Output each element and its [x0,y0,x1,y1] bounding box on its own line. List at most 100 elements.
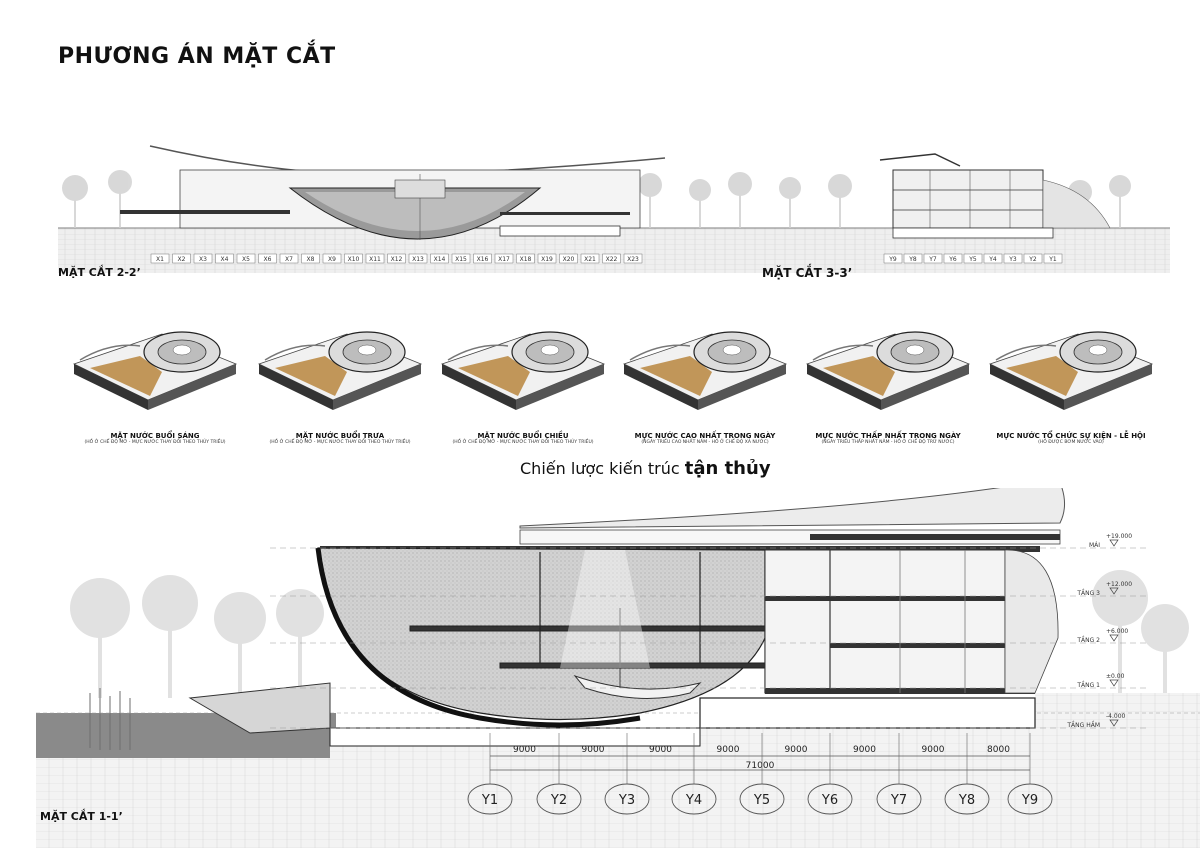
span-dimension: 9000 [785,745,808,755]
axis-label: Y9 [1021,793,1038,808]
grid-axis-box [494,253,514,264]
iso-side-right [516,364,604,410]
level-name: MÁI [1089,542,1100,549]
section-2-label: MẶT CẮT 2-2’ [58,266,141,279]
palm-trees-left [70,575,324,698]
sand-area [90,356,162,396]
water-level-note: (HỒ Ở CHẾ ĐỘ MỞ - MỰC NƯỚC THAY ĐỔI THEO… [269,440,411,445]
grid-axis-label: X6 [264,256,272,263]
level-triangle [1109,587,1119,595]
water-level-caption: MỰC NƯỚC CAO NHẤT TRONG NGÀY(NGÀY TRIỀU … [610,432,800,445]
grid-axis-label: X1 [156,256,164,263]
water-level-note: (HỒ Ở CHẾ ĐỘ MỞ - MỰC NƯỚC THAY ĐỔI THEO… [452,440,594,445]
walkway [995,344,1057,361]
grid-axis-box [451,253,471,264]
water-level-diagram [803,312,973,421]
grid-axis-label: X15 [455,256,467,263]
grid-axis-label: X14 [434,256,446,263]
water-level-title: MẶT NƯỚC BUỔI SÁNG [110,432,200,440]
water-level-note: (NGÀY TRIỀU CAO NHẤT NĂM - HỒ Ở CHẾ ĐỘ X… [641,440,769,445]
level-name: TẦNG 2 [1076,636,1100,644]
grid-axis-label: Y1 [1048,256,1057,263]
grid-axis-box [344,253,363,264]
iso-side-left [990,364,1064,410]
section-2-building [120,145,666,240]
sand-area [458,356,530,396]
water-level-note: (HỒ ĐƯỢC BƠM NƯỚC VÀO) [1038,440,1104,445]
grid-axis-box [516,253,535,264]
grid-axis-box [193,253,213,264]
iso-side-left [442,364,516,410]
walkway [812,344,874,361]
grid-axis-box [983,253,1003,264]
water-level-diagram [255,312,425,421]
level-triangle [1109,634,1119,642]
grid-axis-box [150,253,170,264]
axis-label: Y5 [753,793,770,808]
water-level-diagram [986,312,1156,421]
iso-side-left [74,364,148,410]
axis-bubble [671,783,717,815]
water-level-note: (HỒ Ở CHẾ ĐỘ MỞ - MỰC NƯỚC THAY ĐỔI THEO… [84,440,226,445]
roof-canopy [519,488,1065,529]
iso-block [440,331,606,410]
palm-trees-background [62,170,1131,228]
grid-axis-box [623,253,643,264]
right-block [764,549,1059,694]
grid-axis-box [883,253,903,264]
water-level-title: MỰC NƯỚC THẤP NHẤT TRONG NGÀY [815,432,961,440]
level-value: +19.000 [1106,533,1132,540]
grid-axis-label: X2 [178,256,186,263]
iso-side-left [624,364,698,410]
grid-axis-box [473,253,492,264]
grid-axis-box [943,253,963,264]
grid-axis-box [1043,253,1063,264]
grid-axis-label: X19 [541,256,553,263]
iso-block [988,331,1154,410]
iso-side-right [148,364,236,410]
span-dimension: 9000 [853,745,876,755]
basin-core [172,344,192,356]
grid-axis-box [258,253,277,264]
basin-core [357,344,377,356]
grid-axis-label: X16 [477,256,489,263]
grid-axis-box [430,253,449,264]
grid-axis-label: X17 [498,256,510,263]
grid-axis-label: Y5 [968,256,977,263]
grid-axis-label: Y3 [1008,256,1017,263]
water-level-diagram [438,312,608,421]
walkway [264,344,326,361]
museum-shell [317,547,766,721]
grid-axis-label: X4 [221,256,229,263]
axis-bubble [807,783,853,815]
basin-core [540,344,560,356]
grid-axis-label: X12 [391,256,403,263]
grid-axis-box [408,253,428,264]
basin-core [1088,344,1108,356]
grid-axis-label: X20 [563,256,575,263]
span-dimension: 8000 [987,745,1010,755]
axis-bubble [536,783,582,815]
grid-axis-box [923,253,943,264]
level-value: -4.000 [1106,713,1126,720]
axis-bubble [467,783,513,815]
walkway [447,344,509,361]
iso-block [72,331,238,410]
water-level-caption: MỰC NƯỚC THẤP NHẤT TRONG NGÀY(NGÀY TRIỀU… [793,432,983,445]
grid-axis-box [365,253,385,264]
grid-axis-box [215,253,234,264]
sand-area [823,356,895,396]
iso-side-right [1064,364,1152,410]
grid-axis-box [963,253,983,264]
grid-axis-box [387,253,406,264]
axis-bubble [876,783,922,815]
axis-label: Y8 [958,793,975,808]
iso-side-right [333,364,421,410]
axis-label: Y7 [890,793,907,808]
palm-trees-right [1092,570,1189,698]
basin-core [905,344,925,356]
